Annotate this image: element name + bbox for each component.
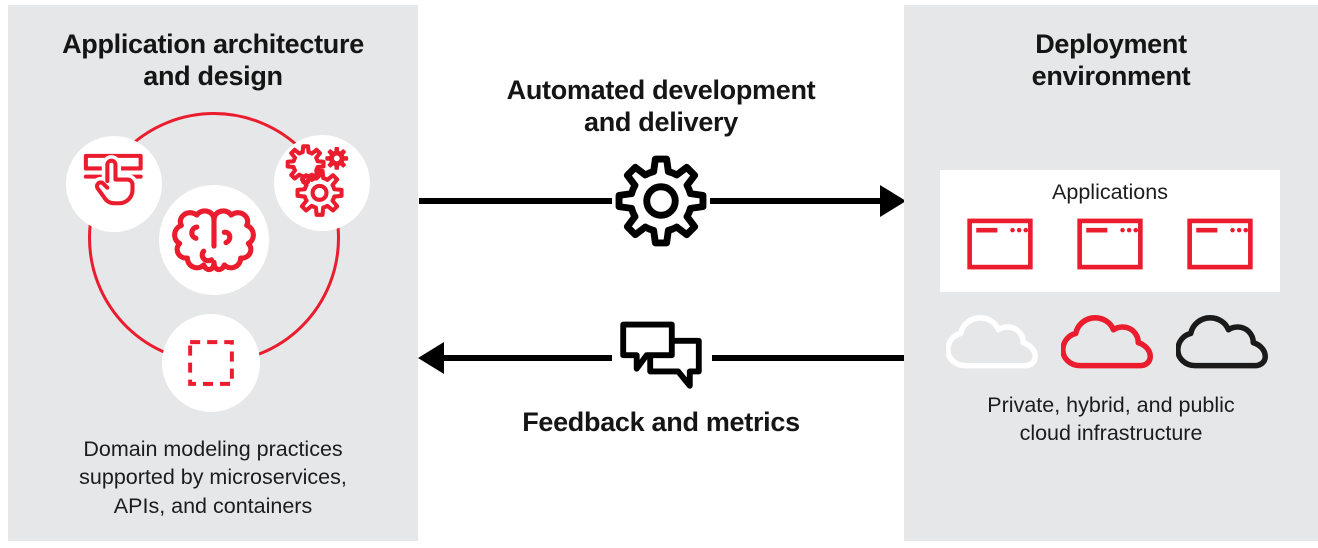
applications-box: Applications [940, 170, 1280, 292]
left-panel-title-line1: Application architecture [62, 29, 364, 59]
browser-window-icon [967, 218, 1033, 270]
dashed-container-badge [162, 314, 260, 412]
gears-badge [274, 135, 370, 231]
left-panel-title-line2: and design [143, 60, 283, 91]
top-flow-title-line1: Automated development [506, 75, 816, 105]
clouds-row [946, 315, 1268, 374]
bottom-arrow-line-left [444, 355, 612, 361]
bottom-flow-title-line1: Feedback and metrics [522, 407, 800, 437]
dashed-container-icon [188, 340, 234, 386]
top-flow-title-line2: and delivery [584, 107, 738, 138]
left-caption-line1: Domain modeling practices [83, 437, 343, 461]
touch-interface-icon [83, 153, 143, 209]
left-caption-line3: APIs, and containers [113, 493, 313, 518]
left-caption-line2: supported by microservices, [79, 465, 347, 490]
browser-window-icon [1077, 218, 1143, 270]
gear-icon [615, 155, 707, 247]
brain-badge [159, 185, 269, 295]
top-arrow-head-right [880, 185, 906, 217]
left-panel-title: Application architecture and design [8, 29, 418, 92]
right-caption-line2: cloud infrastructure [1019, 421, 1203, 446]
browser-window-icon [1187, 218, 1253, 270]
applications-label: Applications [1052, 180, 1168, 204]
right-panel: Deployment environment Applications [904, 5, 1318, 541]
bottom-flow-title: Feedback and metrics [418, 406, 904, 438]
right-panel-title-line2: environment [1031, 60, 1191, 91]
chat-bubbles-icon [620, 321, 702, 389]
right-panel-title: Deployment environment [904, 29, 1318, 92]
top-arrow-line-left [419, 198, 612, 204]
right-caption-line1: Private, hybrid, and public [987, 393, 1235, 417]
bottom-arrow-head-left [418, 342, 444, 374]
left-panel-caption: Domain modeling practices supported by m… [8, 435, 418, 520]
private-cloud-icon [946, 315, 1038, 369]
public-cloud-icon [1176, 315, 1268, 369]
left-panel: Application architecture and design [8, 5, 418, 541]
top-flow-title: Automated development and delivery [418, 74, 904, 139]
right-panel-title-line1: Deployment [1035, 29, 1187, 59]
application-windows-row [940, 218, 1280, 270]
right-panel-caption: Private, hybrid, and public cloud infras… [904, 391, 1318, 448]
brain-icon [172, 208, 256, 273]
bottom-arrow-line-right [712, 355, 904, 361]
gears-icon [285, 144, 349, 217]
hybrid-cloud-icon [1061, 315, 1153, 369]
touch-interface-badge [66, 136, 162, 232]
top-arrow-line-right [710, 198, 881, 204]
